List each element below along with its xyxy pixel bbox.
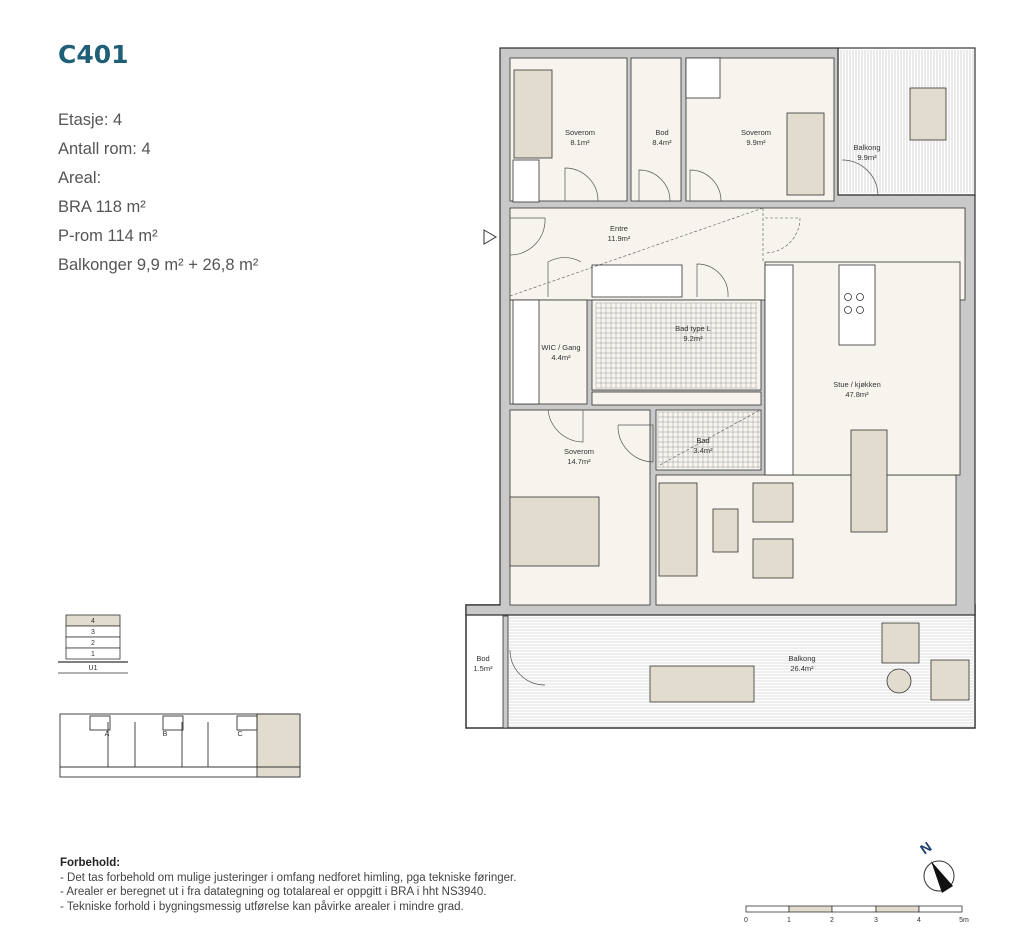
room-area: 9.2m² <box>683 334 703 343</box>
furniture <box>509 69 970 703</box>
room-name: Soverom <box>565 128 595 137</box>
room-area: 9.9m² <box>857 153 877 162</box>
room-name: Bod <box>476 654 489 663</box>
door-swings <box>509 159 879 686</box>
room-area: 9.9m² <box>746 138 766 147</box>
room-name: Soverom <box>741 128 771 137</box>
room-area: 3.4m² <box>693 446 713 455</box>
room-name: Bad <box>696 436 709 445</box>
floor-key <box>58 614 128 674</box>
balcony-top <box>837 47 976 196</box>
floor-text: Etasje: 4 <box>58 111 123 129</box>
floor-key-labels: 4 3 2 1 U1 <box>89 618 98 672</box>
bra-text: BRA 118 m² <box>58 198 146 216</box>
scale-tick: 0 <box>744 917 748 924</box>
room-labels: Soverom 8.1m² Bod 8.4m² Soverom 9.9m² Ba… <box>473 128 880 673</box>
dashed-lines <box>509 207 801 466</box>
room-area: 11.9m² <box>608 234 631 243</box>
room-area: 4.4m² <box>551 353 571 362</box>
prom-text: P-rom 114 m² <box>58 227 158 245</box>
disclaimer: Forbehold: - Det tas forbehold om mulige… <box>60 856 516 914</box>
entrance-arrow-icon <box>483 229 497 245</box>
wardrobes <box>512 57 721 405</box>
room-name: WIC / Gang <box>541 343 580 352</box>
disclaimer-heading: Forbehold: <box>60 857 121 869</box>
floor-level: U1 <box>89 665 98 672</box>
disclaimer-item: - Arealer er beregnet ut i fra datategni… <box>60 886 487 898</box>
floor-level: 3 <box>91 629 95 636</box>
north-label: N <box>917 838 934 857</box>
site-key-labels: A B C <box>105 731 243 738</box>
room-area: 26.4m² <box>790 664 814 673</box>
room-name: Balkong <box>853 143 880 152</box>
site-key <box>59 713 301 778</box>
scale-tick: 1 <box>787 917 791 924</box>
room-name: Balkong <box>788 654 815 663</box>
stair-label: B <box>163 731 168 738</box>
room-name: Soverom <box>564 447 594 456</box>
disclaimer-item: - Tekniske forhold i bygningsmessig utfø… <box>60 900 464 913</box>
floor-level: 2 <box>91 640 95 647</box>
scale-tick: 4 <box>917 917 921 924</box>
stair-label: C <box>237 731 242 738</box>
scale-tick: 3 <box>874 917 878 924</box>
floor-level: 4 <box>91 618 95 625</box>
rooms-text: Antall rom: 4 <box>58 140 151 158</box>
scale-bar <box>745 905 963 913</box>
kitchen <box>764 264 876 476</box>
room-area: 8.1m² <box>570 138 590 147</box>
balconies-text: Balkonger 9,9 m² + 26,8 m² <box>58 256 259 274</box>
floor-level: 1 <box>91 651 95 658</box>
room-area: 1.5m² <box>473 664 493 673</box>
room-area: 47.8m² <box>845 390 869 399</box>
compass-icon: N <box>917 838 955 893</box>
room-name: Stue / kjøkken <box>833 380 881 389</box>
unit-title: C401 <box>58 40 129 69</box>
scale-labels: 0 1 2 3 4 5m <box>744 917 969 924</box>
room-area: 8.4m² <box>652 138 672 147</box>
scale-tick: 5m <box>959 917 969 924</box>
area-label: Areal: <box>58 169 102 187</box>
disclaimer-item: - Det tas forbehold om mulige justeringe… <box>60 871 517 884</box>
room-area: 14.7m² <box>567 457 591 466</box>
unit-info: Etasje: 4 Antall rom: 4 Areal: BRA 118 m… <box>58 106 258 280</box>
room-name: Entre <box>610 224 628 233</box>
room-name: Bad type L <box>675 324 711 333</box>
scale-tick: 2 <box>830 917 834 924</box>
stair-label: A <box>105 731 110 738</box>
bath-tiles <box>595 302 760 468</box>
room-name: Bod <box>655 128 668 137</box>
